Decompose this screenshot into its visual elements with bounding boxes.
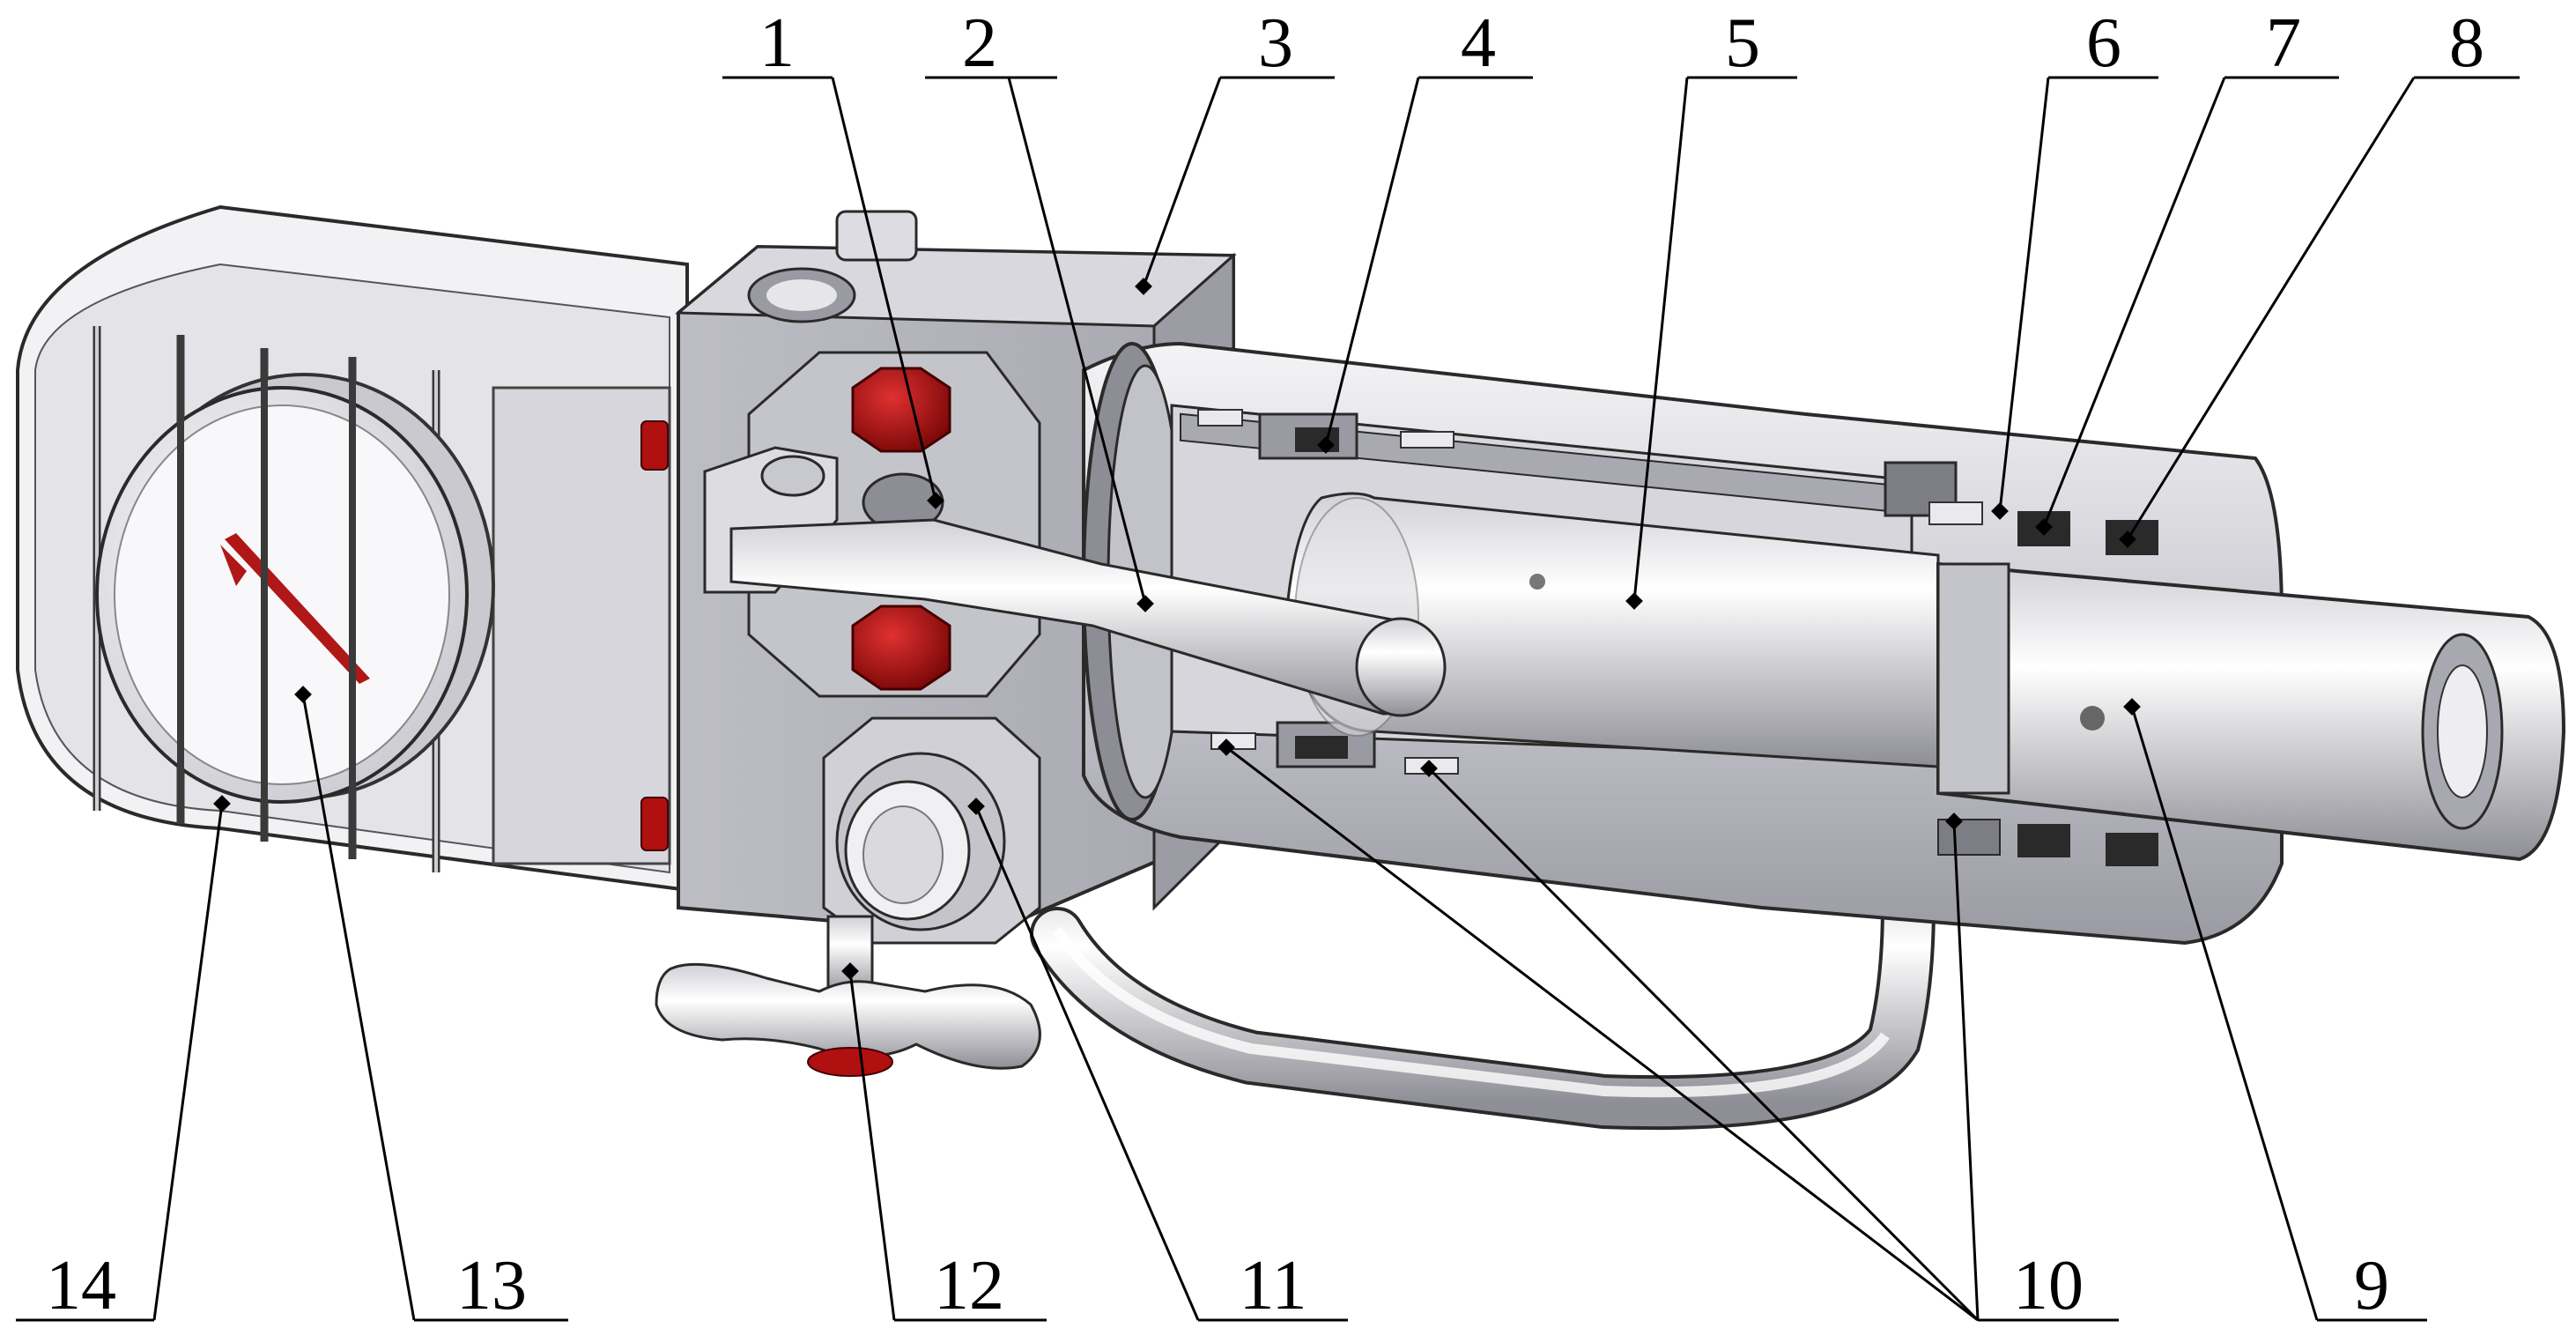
label-12: 12: [934, 1247, 1004, 1324]
label-3: 3: [1258, 4, 1293, 82]
label-2: 2: [962, 4, 997, 82]
label-8: 8: [2449, 4, 2484, 82]
label-9: 9: [2354, 1247, 2389, 1324]
label-1: 1: [759, 4, 795, 82]
label-10: 10: [2013, 1247, 2084, 1324]
label-5: 5: [1725, 4, 1760, 82]
leader-lines: [16, 76, 2520, 1322]
pump-handle: [729, 518, 1447, 717]
release-valve-handle: [655, 915, 1041, 1077]
label-14: 14: [46, 1247, 116, 1324]
pressure-gauge: [95, 373, 495, 804]
label-7: 7: [2266, 4, 2301, 82]
label-13: 13: [456, 1247, 527, 1324]
label-6: 6: [2086, 4, 2121, 82]
label-4: 4: [1461, 4, 1496, 82]
part-labels: 1 2 3 4 5 6 7 8 9 10 11 12 13 14: [46, 4, 2484, 1324]
label-11: 11: [1239, 1247, 1307, 1324]
return-pipe: [1030, 836, 1936, 1131]
ram: [1936, 561, 2566, 862]
